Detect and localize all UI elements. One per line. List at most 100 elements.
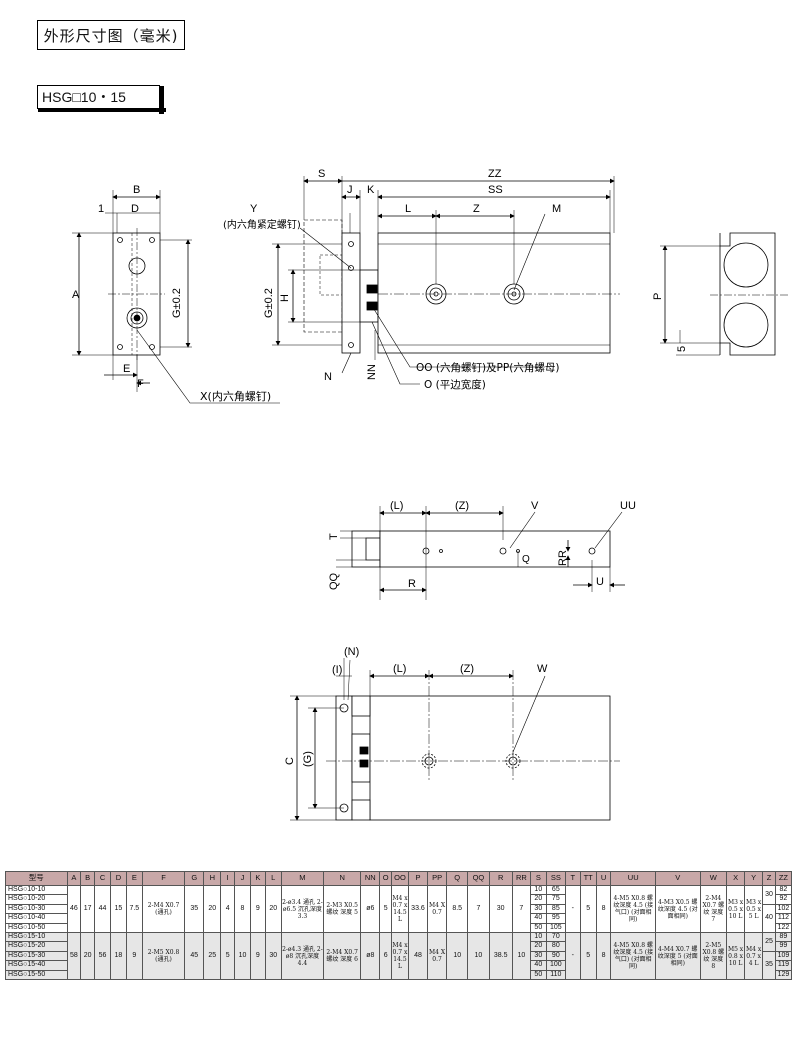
- cell-Q: 8.5: [446, 884, 469, 934]
- table-row: HSG○15-10 58 20 56 18 9 2-M5 X0.8 (通孔) 4…: [5, 932, 793, 981]
- col-header: E: [125, 871, 143, 886]
- col-header: L: [264, 871, 282, 886]
- cell-S: 20: [529, 941, 547, 952]
- right-end-labels: P 5: [652, 293, 688, 352]
- col-header: ZZ: [774, 871, 793, 886]
- dim-G-side: G±0.2: [263, 288, 275, 318]
- cell-TT: 5: [579, 932, 597, 981]
- cell-S: 40: [529, 913, 547, 924]
- dim-M: M: [552, 203, 561, 215]
- model-label-box: HSG□10・15: [37, 85, 166, 114]
- dim-I-paren: (I): [332, 664, 342, 676]
- dim-1: 1: [98, 203, 104, 215]
- dim-S: S: [318, 168, 325, 180]
- cell-RR: 10: [511, 932, 531, 981]
- col-header: W: [699, 871, 728, 886]
- cell-D: 18: [109, 932, 127, 981]
- cell-Z: 30: [762, 885, 776, 905]
- cell-C: 44: [94, 884, 111, 934]
- cell-N: 2-M4 X0.7 螺纹 深度 6: [323, 932, 362, 981]
- label-Y-desc: (内六角紧定螺钉): [223, 218, 301, 231]
- model-label-shadow: [159, 86, 164, 114]
- model-cell: HSG○15-30: [5, 950, 68, 962]
- dim-W: W: [537, 663, 548, 675]
- dim-H: H: [279, 294, 291, 302]
- cell-M: 2-ø4.3 通孔 2-ø8 沉孔深度 4.4: [280, 932, 325, 981]
- cell-I: 5: [220, 932, 236, 981]
- right-end-view: [660, 232, 790, 356]
- col-header: H: [203, 871, 222, 886]
- dim-Z: Z: [473, 203, 480, 215]
- cell-P: 33.6: [407, 884, 429, 934]
- technical-drawing: B 1 D A G±0.2 E F X(内六角螺钉): [72, 168, 790, 821]
- cell-C: 56: [94, 932, 111, 981]
- col-header: U: [595, 871, 612, 886]
- dim-SS: SS: [488, 184, 503, 196]
- dim-D: D: [131, 203, 139, 215]
- col-header: V: [655, 871, 701, 886]
- dim-L: L: [405, 203, 411, 215]
- dim-Z-paren: (Z): [455, 500, 469, 512]
- col-header: SS: [545, 871, 566, 886]
- cell-S: 30: [529, 950, 547, 962]
- col-header: PP: [427, 871, 448, 886]
- cell-SS: 90: [545, 950, 566, 962]
- cell-N: 2-M3 X0.5 螺纹 深度 5: [323, 884, 362, 934]
- cell-A: 46: [66, 884, 82, 934]
- col-header: A: [66, 871, 82, 886]
- col-header: R: [488, 871, 513, 886]
- table-row: HSG○10-50 50 105 122: [5, 922, 793, 934]
- dim-N: N: [324, 371, 332, 383]
- cell-K: 9: [249, 884, 266, 934]
- table-row: HSG○15-40 40 100 119: [5, 960, 793, 971]
- spec-table: 型号 A B C D E F G H I J K L M N NN O OO P…: [5, 871, 793, 981]
- cell-OO: M4 x 0.7 x 14.5 L: [390, 932, 409, 981]
- cell-Y: M4 x 0.7 x 4 L: [744, 932, 764, 981]
- model-cell: HSG○15-40: [5, 960, 68, 971]
- cell-W: 2-M4 X0.7 螺纹 深度 7: [699, 884, 728, 934]
- label-OO-PP: OO (六角螺钉)及PP(六角螺母): [416, 362, 559, 374]
- cell-G: 45: [184, 932, 205, 981]
- dim-NN: NN: [366, 364, 378, 380]
- cell-A: 58: [66, 932, 82, 981]
- cell-K: 9: [249, 932, 266, 981]
- cell-SS: 85: [545, 903, 566, 915]
- lower-view-labels: (N) (I) (L) (Z) W C (G): [284, 646, 548, 767]
- cell-SS: 65: [545, 884, 566, 896]
- cell-H: 25: [203, 932, 222, 981]
- cell-QQ: 10: [467, 932, 490, 981]
- col-header: N: [323, 871, 362, 886]
- dim-P: P: [652, 293, 664, 300]
- col-header: OO: [390, 871, 409, 886]
- page-title: 外形尺寸图（毫米): [37, 20, 185, 50]
- cell-I: 4: [220, 884, 236, 934]
- cell-X: M3 x 0.5 x 10 L: [726, 884, 746, 934]
- cell-PP: M4 X 0.7: [427, 884, 448, 934]
- bottom-view: [336, 506, 625, 600]
- table-row: HSG○15-20 20 80 99: [5, 941, 793, 952]
- col-header: 型号: [5, 871, 68, 886]
- cell-ZZ: 119: [774, 960, 793, 971]
- dim-QQ: QQ: [328, 572, 340, 590]
- cell-Z: 40: [762, 903, 776, 934]
- cell-R: 38.5: [488, 932, 513, 981]
- cell-S: 10: [529, 884, 547, 896]
- side-view: [272, 176, 620, 385]
- cell-ZZ: 129: [774, 969, 793, 981]
- cell-SS: 70: [545, 932, 566, 943]
- cell-SS: 100: [545, 960, 566, 971]
- dim-G-paren: (G): [302, 751, 314, 767]
- cell-U: 8: [595, 884, 612, 934]
- cell-Z: 35: [762, 950, 776, 981]
- model-cell: HSG○10-50: [5, 922, 68, 934]
- col-header: O: [379, 871, 392, 886]
- dim-L-paren: (L): [390, 500, 403, 512]
- table-row: HSG○15-30 30 90 35 109: [5, 950, 793, 981]
- model-cell: HSG○15-10: [5, 932, 68, 943]
- cell-NN: ø8: [360, 932, 381, 981]
- table-row: HSG○10-20 20 75 92: [5, 894, 793, 905]
- cell-F: 2-M4 X0.7 (通孔): [141, 884, 186, 934]
- col-header: Z: [762, 871, 776, 886]
- col-header: B: [80, 871, 96, 886]
- cell-SS: 110: [545, 969, 566, 981]
